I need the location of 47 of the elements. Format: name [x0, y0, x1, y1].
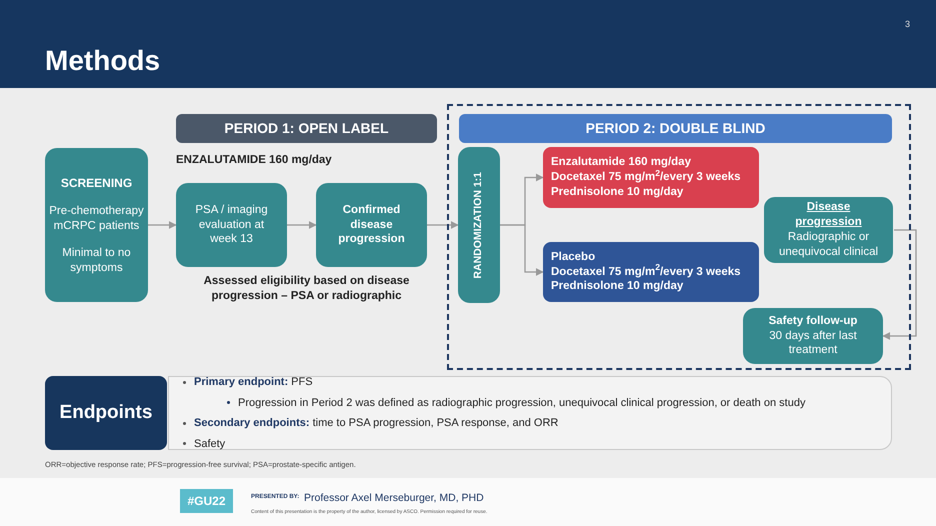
node-label: Prednisolone 10 mg/day — [551, 279, 684, 294]
process-box — [176, 183, 287, 267]
bullet-item: Safety — [194, 436, 226, 452]
node-label: PERIOD 1: OPEN LABEL — [224, 119, 389, 138]
node-label: 30 days after last treatment — [768, 328, 858, 358]
node-label: Docetaxel 75 mg/m$^{2}$/every 3 weeks — [551, 170, 742, 185]
node-label: PSA / imaging evaluation at week 13 — [194, 202, 269, 248]
hashtag-badge: #GU22 — [180, 489, 233, 513]
arrow — [427, 221, 459, 229]
node-label: RANDOMIZATION 1:1 — [471, 172, 486, 278]
node-label: Radiographic or unequivocal clinical — [778, 230, 880, 260]
process-box — [743, 308, 883, 364]
endpoints-panel — [168, 376, 892, 450]
arrow — [148, 221, 177, 229]
process-box — [45, 148, 148, 302]
node-heading: Safety follow-up — [768, 314, 858, 329]
node-heading: Disease progression — [794, 200, 863, 230]
dashed-region — [447, 104, 911, 370]
period-header — [459, 114, 892, 143]
process-box — [316, 183, 427, 267]
node-label: Prednisolone 10 mg/day — [551, 184, 684, 200]
node-label: PERIOD 2: DOUBLE BLIND — [586, 119, 766, 138]
endpoints-box — [45, 376, 167, 450]
node-label: Endpoints — [60, 400, 152, 425]
node-label: Minimal to no symptoms — [61, 246, 132, 276]
treatment-arm-box — [543, 242, 759, 302]
annotation-text: ENZALUTAMIDE 160 mg/day — [176, 153, 332, 168]
page-number: 3 — [905, 18, 910, 31]
node-label: Docetaxel 75 mg/m$^{2}$/every 3 weeks — [551, 264, 742, 280]
period-header — [176, 114, 437, 143]
node-label: Placebo — [551, 250, 596, 265]
bullet-item: Progression in Period 2 was defined as radiographic progression, unequivocal clinical progression, or death on study — [238, 396, 806, 410]
randomization-box — [458, 147, 500, 303]
bullet-item: Secondary endpoints: time to PSA progression, PSA response, and ORR — [194, 416, 558, 431]
treatment-arm-box — [543, 147, 759, 208]
process-box — [763, 196, 894, 264]
node-heading: SCREENING — [60, 175, 132, 192]
arrow — [500, 224, 544, 276]
node-label: Confirmed disease progression — [337, 202, 406, 248]
arrow — [287, 221, 317, 229]
bullet-item: Primary endpoint: PFS — [194, 375, 313, 390]
arrow — [882, 229, 917, 340]
annotation-text: Assessed eligibility based on disease progression – PSA or radiographic — [202, 274, 410, 304]
node-label: Enzalutamide 160 mg/day — [551, 155, 692, 170]
node-label: Pre-chemotherapy mCRPC patients — [49, 204, 144, 234]
slide-title: Methods — [45, 44, 160, 78]
presenter-name: Professor Axel Merseburger, MD, PHD — [304, 491, 484, 506]
